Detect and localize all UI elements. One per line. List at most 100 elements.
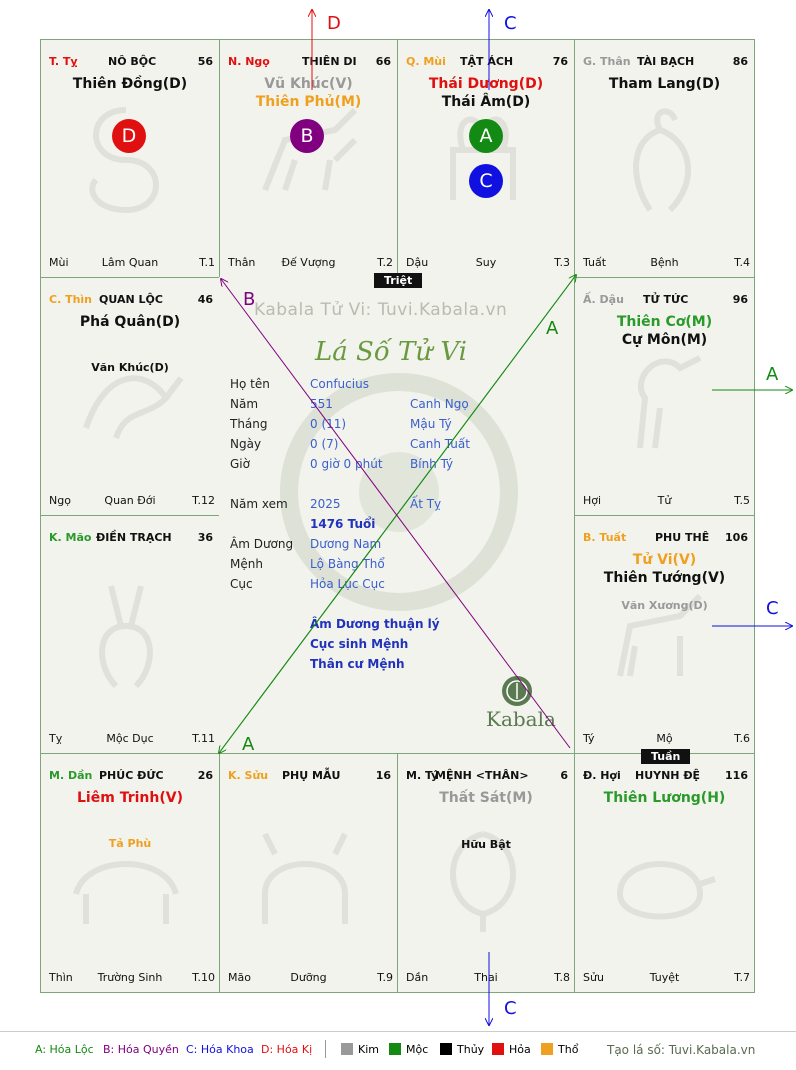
- palace-branch: Sửu: [583, 971, 604, 984]
- palace-stem: Đ. Hợi: [583, 769, 621, 782]
- info-value: Hỏa Lục Cục: [310, 577, 385, 591]
- palace-name: TÀI BẠCH: [637, 55, 695, 68]
- info-value-can-chi: Mậu Tý: [410, 417, 452, 431]
- triet-tag: Triệt: [374, 273, 423, 288]
- kim-swatch: [341, 1043, 353, 1055]
- info-label: Tháng: [230, 417, 268, 431]
- palace-name: PHU THÊ: [655, 531, 710, 544]
- info-label: Mệnh: [230, 557, 263, 571]
- major-star: Thái Dương(D): [428, 76, 544, 92]
- palace-index: T.6: [734, 732, 750, 745]
- palace-age: 76: [552, 55, 568, 68]
- palace-age: 96: [732, 293, 748, 306]
- zodiac-animal-icon: [262, 107, 358, 192]
- palace-age: 106: [725, 531, 748, 544]
- moc-label: Mộc: [406, 1043, 429, 1056]
- zodiac-animal-icon: [450, 831, 516, 932]
- palace-name: THIÊN DI: [302, 55, 357, 68]
- palace-age: 26: [197, 769, 213, 782]
- hoa-swatch: [492, 1043, 504, 1055]
- palace-stem: Q. Mùi: [406, 55, 446, 68]
- palace-name: MỆNH <THÂN>: [435, 769, 529, 782]
- palace-index: T.10: [192, 971, 215, 984]
- palace-age: 6: [560, 769, 568, 782]
- minor-star: Hữu Bật: [461, 838, 511, 851]
- major-star: Liêm Trinh(V): [77, 790, 183, 806]
- info-label: Âm Dương: [230, 537, 294, 551]
- palace-branch: Dậu: [406, 256, 429, 269]
- chart-note: Thân cư Mệnh: [310, 657, 405, 671]
- palace-branch: Thìn: [49, 971, 73, 984]
- zodiac-animal-icon: [83, 375, 184, 440]
- palace-age: 56: [197, 55, 213, 68]
- legend-hoa-khoa: C: Hóa Khoa: [186, 1043, 254, 1056]
- palace-branch: Mùi: [49, 256, 69, 269]
- palace-stage: Mộc Dục: [106, 732, 154, 745]
- palace-stem: M. Dần: [49, 769, 93, 782]
- zodiac-animal-icon: [89, 107, 159, 214]
- palace-name: TẬT ÁCH: [460, 55, 514, 68]
- major-star: Tham Lang(D): [608, 76, 721, 92]
- major-star: Thiên Lương(H): [603, 790, 726, 806]
- nam-xem-value: 2025: [310, 497, 341, 511]
- chart-title: Lá Số Tử Vi: [315, 337, 468, 367]
- label-c-bottom: C: [504, 998, 517, 1019]
- palace-age: 16: [375, 769, 391, 782]
- legend-hoa: Hỏa: [492, 1043, 531, 1056]
- kim-label: Kim: [358, 1043, 379, 1056]
- hoa-label: Hỏa: [509, 1043, 531, 1056]
- info-label: Năm: [230, 397, 259, 411]
- zodiac-animal-icon: [617, 861, 716, 920]
- palace-stem: Ấ. Dậu: [583, 293, 624, 306]
- tho-swatch: [541, 1043, 553, 1055]
- palace-stem: N. Ngọ: [228, 55, 270, 68]
- palace-name: PHÚC ĐỨC: [99, 769, 164, 782]
- nam-xem-can-chi: Ất Tỵ: [410, 497, 442, 511]
- zodiac-animal-icon: [73, 861, 179, 924]
- palace-stage: Lâm Quan: [101, 256, 159, 269]
- major-star: Cự Môn(M): [621, 332, 708, 348]
- palace-stem: K. Sửu: [228, 769, 269, 782]
- palace-stage: Mộ: [656, 732, 673, 745]
- legend-separator: [325, 1040, 326, 1058]
- palace-stage: Tử: [657, 494, 672, 507]
- transformation-badge: D: [112, 119, 146, 153]
- zodiac-animal-icon: [617, 593, 703, 677]
- major-star: Thiên Cơ(M): [616, 314, 713, 330]
- legend-hoa-ki: D: Hóa Kị: [261, 1043, 313, 1056]
- major-star: Thiên Tướng(V): [603, 570, 726, 586]
- palace-name: PHỤ MẪU: [282, 769, 341, 782]
- footer-divider: [0, 1031, 796, 1032]
- palace-index: T.9: [377, 971, 393, 984]
- palace-index: T.1: [199, 256, 215, 269]
- palace-stem: M. Tý: [406, 769, 439, 782]
- major-star: Thất Sát(M): [439, 790, 533, 806]
- center-panel: Kabala Tử Vi: Tuvi.Kabala.vn Lá Số Tử Vi…: [219, 277, 574, 753]
- zodiac-animal-icon: [262, 832, 348, 924]
- major-star: Thái Âm(D): [441, 94, 531, 110]
- palace-branch: Mão: [228, 971, 251, 984]
- info-value: 551: [310, 397, 333, 411]
- moc-swatch: [389, 1043, 401, 1055]
- transformation-badge: B: [290, 119, 324, 153]
- palace-stage: Tuyệt: [649, 971, 680, 984]
- info-label: Ngày: [230, 437, 262, 451]
- info-value: Lộ Bàng Thổ: [310, 557, 385, 571]
- zodiac-animal-icon: [450, 116, 516, 200]
- minor-star: Văn Xương(D): [621, 599, 708, 612]
- info-value: 0 (7): [310, 437, 339, 451]
- palace-index: T.12: [192, 494, 215, 507]
- palace-name: ĐIỀN TRẠCH: [96, 531, 172, 544]
- info-label: Họ tên: [230, 377, 270, 391]
- legend-kim: Kim: [341, 1043, 379, 1056]
- legend-tho: Thổ: [541, 1043, 578, 1056]
- palace-branch: Dần: [406, 971, 429, 984]
- palace-branch: Tý: [583, 732, 595, 745]
- palace-stem: C. Thìn: [49, 293, 93, 306]
- info-value-can-chi: Canh Tuất: [410, 437, 470, 451]
- palace-stage: Quan Đới: [104, 494, 156, 507]
